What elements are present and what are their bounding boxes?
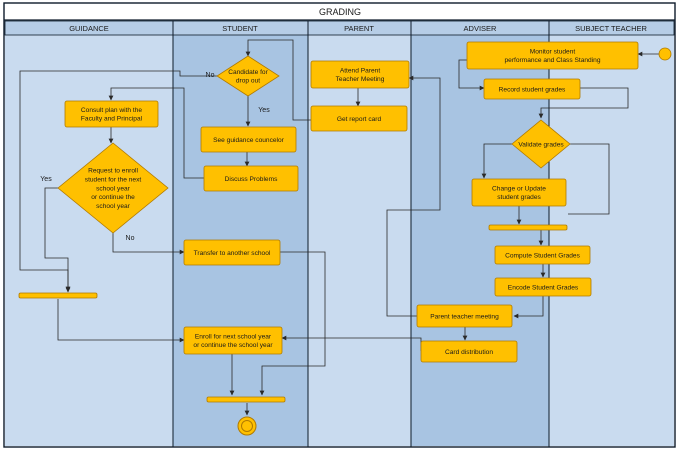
node-encode: Encode Student Grades bbox=[494, 277, 592, 297]
node-shape bbox=[416, 304, 513, 328]
node-get-report: Get report card bbox=[310, 105, 408, 132]
node-label: drop out bbox=[236, 78, 260, 85]
lane-header-1: STUDENT bbox=[222, 24, 258, 33]
node-label: Consult plan with the bbox=[81, 107, 143, 114]
node-label: Candidate for bbox=[228, 69, 268, 76]
node-candidate-dropout: Candidate for drop out bbox=[216, 55, 280, 97]
lane-header-4: SUBJECT TEACHER bbox=[575, 24, 647, 33]
node-validate: Validate grades bbox=[511, 119, 571, 169]
node-shape bbox=[471, 178, 567, 207]
node-record: Record student grades bbox=[483, 78, 581, 100]
sync-bar bbox=[18, 292, 98, 299]
node-label: Record student grades bbox=[499, 86, 566, 93]
node-label: Attend Parent bbox=[340, 67, 380, 74]
node-label: Get report card bbox=[337, 116, 382, 123]
end-node-inner bbox=[241, 420, 253, 432]
lane-header-3: ADVISER bbox=[464, 24, 498, 33]
node-label: Discuss Problems bbox=[225, 176, 278, 183]
node-change-update: Change or Update student grades bbox=[471, 178, 567, 207]
node-label: Enroll for next school year bbox=[195, 333, 272, 340]
node-shape bbox=[466, 41, 639, 70]
node-label: student grades bbox=[497, 194, 541, 201]
sync-bar bbox=[206, 396, 286, 403]
node-label: Compute Student Grades bbox=[505, 252, 580, 259]
node-label: performance and Class Standing bbox=[504, 57, 600, 64]
node-compute: Compute Student Grades bbox=[494, 245, 591, 265]
lane-adviser bbox=[411, 35, 549, 446]
node-see-counselor: See guidance councelor bbox=[200, 126, 297, 153]
pool-title: GRADING bbox=[319, 7, 361, 17]
edges bbox=[19, 39, 659, 416]
edge-label-no: No bbox=[126, 235, 135, 242]
node-shape bbox=[494, 245, 591, 265]
node-shape bbox=[420, 340, 518, 363]
node-label: school year bbox=[96, 203, 131, 210]
node-label: Request to enroll bbox=[88, 168, 138, 175]
node-label: school year bbox=[96, 185, 131, 192]
node-label: Validate grades bbox=[518, 141, 564, 148]
node-shape bbox=[483, 78, 581, 100]
node-pt-meeting: Parent teacher meeting bbox=[416, 304, 513, 328]
edge-label-yes: Yes bbox=[40, 176, 52, 183]
node-label: student for the next bbox=[85, 177, 142, 184]
node-label: Faculty and Principal bbox=[81, 116, 143, 123]
node-enroll-next: Enroll for next school year or continue t… bbox=[183, 326, 283, 355]
node-shape bbox=[203, 165, 299, 192]
node-label: See guidance councelor bbox=[213, 137, 285, 144]
node-card-distribution: Card distribution bbox=[420, 340, 518, 363]
lane-header-2: PARENT bbox=[344, 24, 374, 33]
decision-shape bbox=[511, 119, 571, 169]
node-shape bbox=[64, 100, 159, 128]
node-label: Parent teacher meeting bbox=[430, 313, 499, 320]
node-shape bbox=[310, 60, 410, 89]
decision-shape bbox=[57, 142, 169, 234]
lane-header-0: GUIDANCE bbox=[69, 24, 109, 33]
edge-label-no: No bbox=[206, 72, 215, 79]
node-shape bbox=[200, 126, 297, 153]
lane-guidance bbox=[5, 35, 173, 446]
node-discuss-problems: Discuss Problems bbox=[203, 165, 299, 192]
node-shape bbox=[183, 326, 283, 355]
lane-header-row bbox=[4, 20, 675, 36]
node-label: Change or Update bbox=[492, 185, 546, 192]
node-label: Encode Student Grades bbox=[508, 284, 579, 291]
lane-parent bbox=[308, 35, 411, 446]
node-label: Monitor student bbox=[530, 48, 576, 55]
node-label: Transfer to another school bbox=[194, 250, 271, 257]
node-label: Card distribution bbox=[445, 349, 493, 356]
node-shape bbox=[183, 239, 281, 266]
node-shape bbox=[494, 277, 592, 297]
start-node bbox=[658, 47, 672, 61]
decision-shape bbox=[216, 55, 280, 97]
node-label: or continue the school year bbox=[193, 342, 273, 349]
sync-bar bbox=[488, 224, 568, 231]
node-label: Teacher Meeting bbox=[336, 76, 385, 83]
node-shape bbox=[310, 105, 408, 132]
node-monitor: Monitor student performance and Class Sta… bbox=[466, 41, 639, 70]
edge-label-yes: Yes bbox=[258, 107, 270, 114]
node-label: or continue the bbox=[91, 194, 135, 201]
node-transfer: Transfer to another school bbox=[183, 239, 281, 266]
lane-subject-teacher bbox=[549, 35, 674, 446]
